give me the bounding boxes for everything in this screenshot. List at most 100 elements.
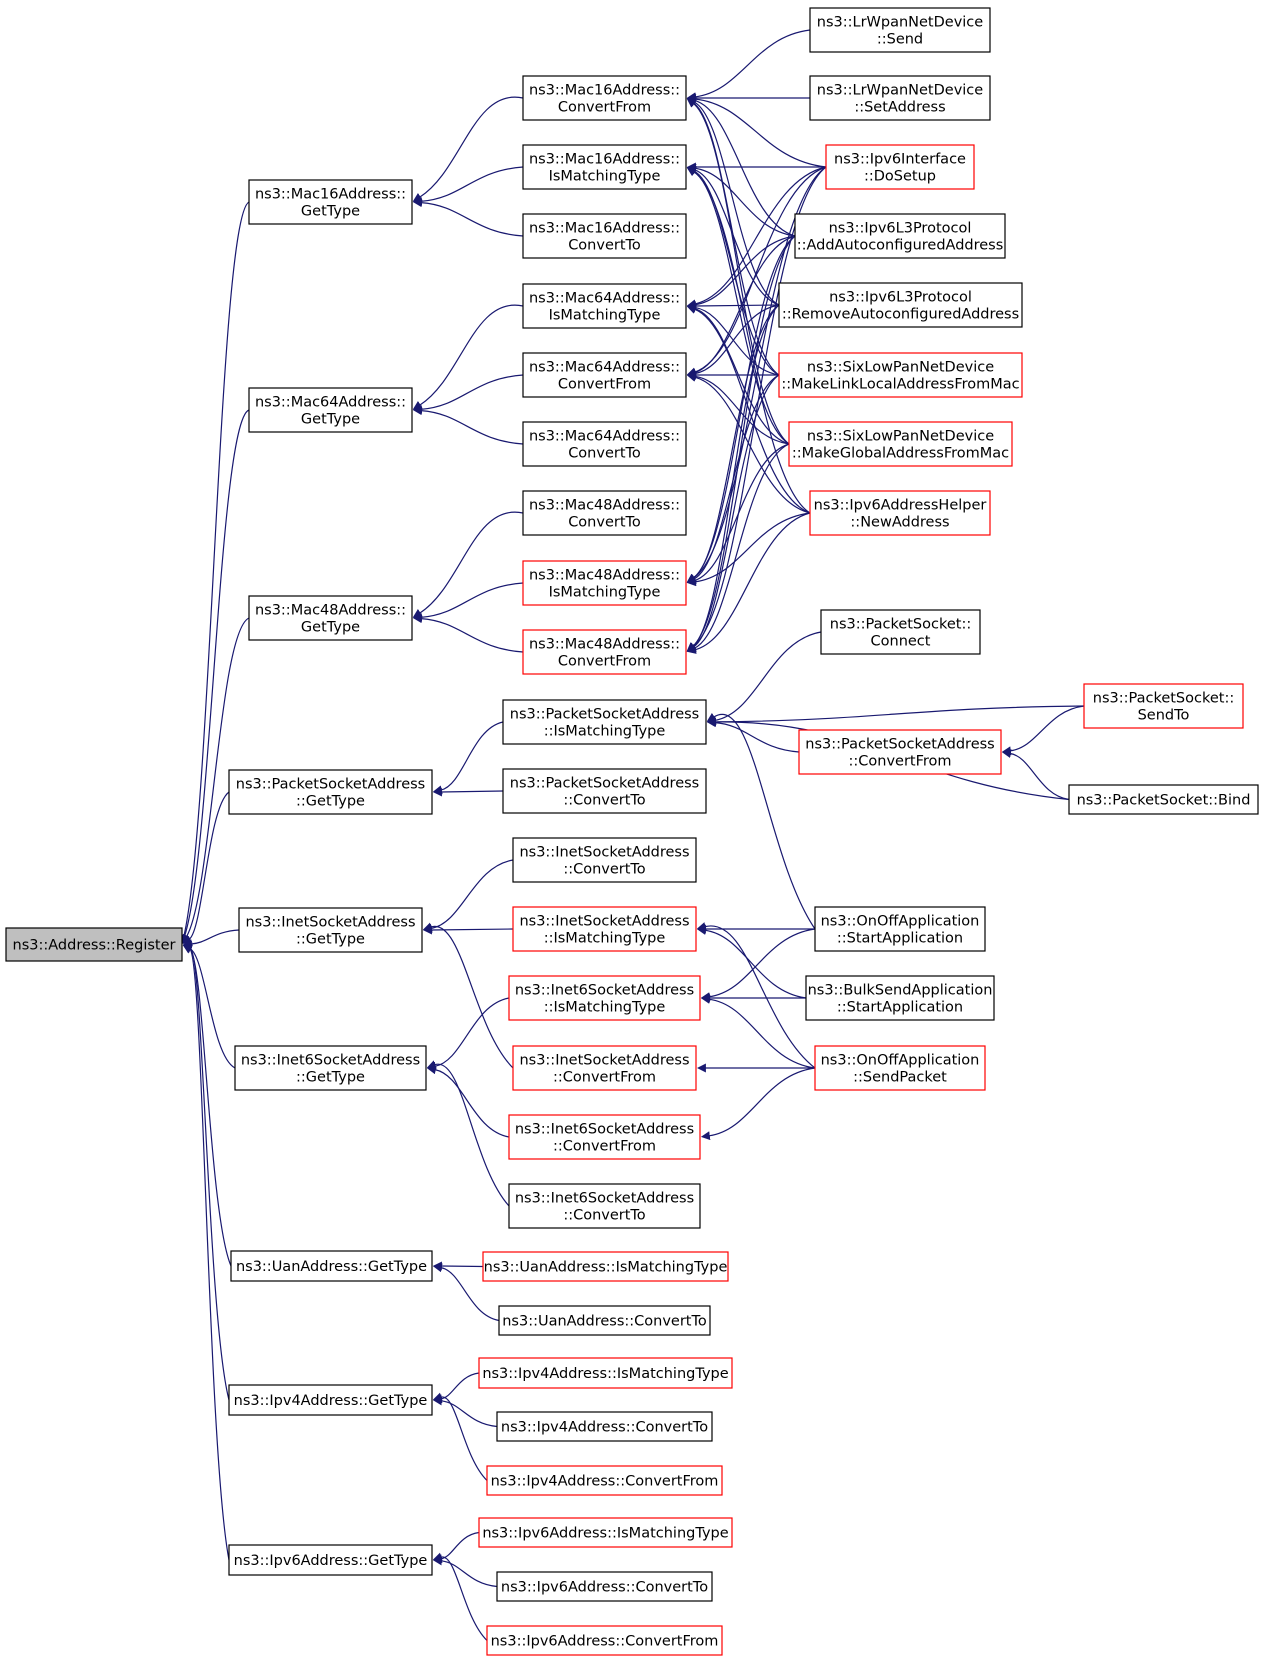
- node-m64-cf[interactable]: ns3::Mac64Address::ConvertFrom: [522, 352, 687, 398]
- node-bulk-start[interactable]: ns3::BulkSendApplication::StartApplicati…: [805, 975, 995, 1021]
- node-box: [814, 1045, 986, 1091]
- node-uan-ct[interactable]: ns3::UanAddress::ConvertTo: [498, 1305, 711, 1336]
- node-box: [508, 1183, 701, 1229]
- node-m16-gt[interactable]: ns3::Mac16Address::GetType: [248, 179, 413, 225]
- node-ip6-cf[interactable]: ns3::Ipv6Address::ConvertFrom: [486, 1625, 723, 1656]
- node-box: [522, 352, 687, 398]
- node-label: ::MakeLinkLocalAddressFromMac: [781, 377, 1019, 393]
- node-isa-ct[interactable]: ns3::InetSocketAddress::ConvertTo: [512, 837, 697, 883]
- node-m48-cf[interactable]: ns3::Mac48Address::ConvertFrom: [522, 629, 687, 675]
- node-label: ns3::Mac64Address::: [529, 291, 680, 307]
- edge-path: [179, 201, 250, 944]
- node-label: Connect: [871, 634, 931, 650]
- node-m48-gt[interactable]: ns3::Mac48Address::GetType: [248, 595, 413, 641]
- call-edge-ipv6if-to-m16_cf: [686, 94, 827, 168]
- node-label: ns3::Mac48Address::: [255, 603, 406, 619]
- node-label: ns3::Mac16Address::: [255, 187, 406, 203]
- edge-path: [432, 1392, 488, 1481]
- call-edge-l3_add-to-m16_cf: [686, 96, 796, 237]
- node-isa-gt[interactable]: ns3::InetSocketAddress::GetType: [238, 907, 423, 953]
- call-edge-ip4_cf-to-ip4_gt: [432, 1392, 488, 1481]
- node-l3-add[interactable]: ns3::Ipv6L3Protocol::AddAutoconfiguredAd…: [794, 213, 1006, 259]
- node-isa-cf[interactable]: ns3::InetSocketAddress::ConvertFrom: [512, 1045, 697, 1091]
- node-m64-im[interactable]: ns3::Mac64Address::IsMatchingType: [522, 283, 687, 329]
- node-box: [512, 906, 697, 952]
- node-box: [522, 75, 687, 121]
- node-label: ns3::Ipv6AddressHelper: [814, 498, 987, 514]
- node-psa-gt[interactable]: ns3::PacketSocketAddress::GetType: [228, 769, 433, 815]
- node-box: [496, 1411, 713, 1442]
- call-edge-m64_cf-to-m64_gt: [412, 374, 524, 414]
- edge-path: [412, 406, 524, 445]
- call-edge-psa_im-to-psa_gt: [432, 721, 504, 795]
- node-box: [5, 927, 183, 962]
- edge-path: [686, 304, 780, 583]
- node-ip4-gt[interactable]: ns3::Ipv4Address::GetType: [228, 1384, 433, 1416]
- node-m16-im[interactable]: ns3::Mac16Address::IsMatchingType: [522, 144, 687, 190]
- node-m48-ct[interactable]: ns3::Mac48Address::ConvertTo: [522, 490, 687, 536]
- node-sl-gl[interactable]: ns3::SixLowPanNetDevice::MakeGlobalAddre…: [788, 421, 1013, 467]
- node-i6sa-ct[interactable]: ns3::Inet6SocketAddress::ConvertTo: [508, 1183, 701, 1229]
- node-lr-set[interactable]: ns3::LrWpanNetDevice::SetAddress: [809, 75, 991, 121]
- call-edge-m64_ct-to-m64_gt: [412, 406, 524, 445]
- node-ip6-ct[interactable]: ns3::Ipv6Address::ConvertTo: [496, 1571, 713, 1602]
- node-uan-gt[interactable]: ns3::UanAddress::GetType: [230, 1250, 433, 1282]
- node-m48-im[interactable]: ns3::Mac48Address::IsMatchingType: [522, 560, 687, 606]
- node-label: ns3::UanAddress::ConvertTo: [502, 1314, 707, 1330]
- node-onoff-send[interactable]: ns3::OnOffApplication::SendPacket: [814, 1045, 986, 1091]
- node-label: ns3::PacketSocket::: [830, 617, 971, 633]
- node-lr-send[interactable]: ns3::LrWpanNetDevice::Send: [809, 7, 991, 53]
- edge-path: [700, 928, 816, 1002]
- node-i6sa-im[interactable]: ns3::Inet6SocketAddress::IsMatchingType: [508, 975, 701, 1021]
- node-m64-gt[interactable]: ns3::Mac64Address::GetType: [248, 387, 413, 433]
- node-i6sa-cf[interactable]: ns3::Inet6SocketAddress::ConvertFrom: [508, 1114, 701, 1160]
- edge-path: [686, 98, 780, 376]
- node-ipv6if[interactable]: ns3::Ipv6Interface::DoSetup: [825, 144, 975, 190]
- node-l3-rem[interactable]: ns3::Ipv6L3Protocol::RemoveAutoconfigure…: [778, 282, 1023, 328]
- node-m64-ct[interactable]: ns3::Mac64Address::ConvertTo: [522, 421, 687, 467]
- edge-path: [686, 512, 811, 654]
- node-i6sa-gt[interactable]: ns3::Inet6SocketAddress::GetType: [234, 1045, 427, 1091]
- node-uan-im[interactable]: ns3::UanAddress::IsMatchingType: [482, 1251, 729, 1282]
- call-edge-v6help-to-m16_im: [686, 167, 811, 514]
- node-label: ::GetType: [296, 794, 365, 810]
- node-m16-ct[interactable]: ns3::Mac16Address::ConvertTo: [522, 213, 687, 259]
- call-edge-onoff_start-to-psa_im: [706, 712, 816, 930]
- node-ps-bind[interactable]: ns3::PacketSocket::Bind: [1068, 784, 1259, 815]
- node-onoff-start[interactable]: ns3::OnOffApplication::StartApplication: [814, 906, 986, 952]
- edge-path: [412, 614, 524, 653]
- node-root[interactable]: ns3::Address::Register: [5, 927, 183, 962]
- node-label: ::SetAddress: [854, 100, 945, 116]
- node-ps-sendto[interactable]: ns3::PacketSocket::SendTo: [1083, 683, 1244, 729]
- call-edge-l3_rem-to-m64_im: [686, 301, 780, 311]
- node-box: [498, 1305, 711, 1336]
- node-m16-cf[interactable]: ns3::Mac16Address::ConvertFrom: [522, 75, 687, 121]
- call-edge-uan_im-to-uan_gt: [432, 1261, 484, 1271]
- edge-path: [706, 631, 822, 725]
- call-edge-isa_ct-to-isa_gt: [422, 859, 514, 933]
- node-ip4-im[interactable]: ns3::Ipv4Address::IsMatchingType: [478, 1357, 733, 1389]
- node-ip4-cf[interactable]: ns3::Ipv4Address::ConvertFrom: [486, 1465, 723, 1496]
- edge-path: [1001, 705, 1085, 756]
- node-ip6-im[interactable]: ns3::Ipv6Address::IsMatchingType: [478, 1517, 733, 1548]
- node-sl-ll[interactable]: ns3::SixLowPanNetDevice::MakeLinkLocalAd…: [778, 352, 1023, 398]
- node-psa-cf[interactable]: ns3::PacketSocketAddress::ConvertFrom: [798, 729, 1002, 775]
- node-ip4-ct[interactable]: ns3::Ipv4Address::ConvertTo: [496, 1411, 713, 1442]
- node-box: [1083, 683, 1244, 729]
- node-label: ns3::SixLowPanNetDevice: [807, 360, 994, 376]
- edge-path: [426, 1060, 510, 1207]
- edge-path: [706, 705, 1085, 727]
- edge-path: [182, 791, 230, 945]
- edge-path: [412, 511, 524, 618]
- node-isa-im[interactable]: ns3::InetSocketAddress::IsMatchingType: [512, 906, 697, 952]
- edge-path: [432, 1556, 498, 1588]
- node-ip6-gt[interactable]: ns3::Ipv6Address::GetType: [228, 1544, 433, 1576]
- call-edge-sl_gl-to-m64_cf: [686, 372, 790, 445]
- node-psa-ct[interactable]: ns3::PacketSocketAddress::ConvertTo: [502, 768, 707, 814]
- node-ps-conn[interactable]: ns3::PacketSocket::Connect: [820, 609, 981, 655]
- edge-path: [706, 718, 800, 753]
- node-box: [478, 1357, 733, 1389]
- node-psa-im[interactable]: ns3::PacketSocketAddress::IsMatchingType: [502, 699, 707, 745]
- call-edge-onoff_send-to-i6sa_cf: [700, 1067, 816, 1141]
- node-v6help[interactable]: ns3::Ipv6AddressHelper::NewAddress: [809, 490, 991, 536]
